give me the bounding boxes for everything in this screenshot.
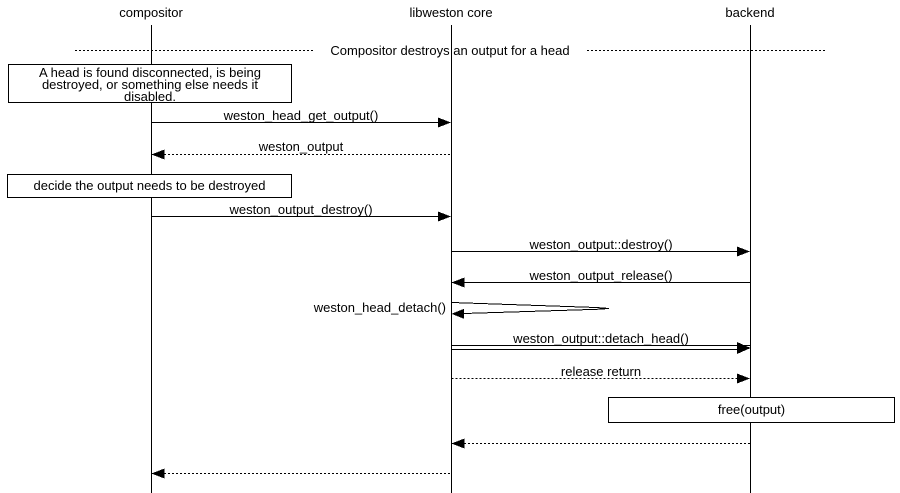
arrowhead-right [737, 373, 750, 384]
note-box-decide-destroy: decide the output needs to be destroyed [7, 174, 292, 198]
arrowhead-left [451, 438, 465, 449]
arrowhead-left [151, 468, 165, 479]
arrowhead-left [451, 277, 465, 288]
message-label-output-destroy: weston_output_destroy() [229, 202, 373, 217]
message-label-detach-head: weston_output::detach_head() [513, 331, 689, 346]
note-line: disabled. [123, 89, 177, 104]
actor-label-backend: backend [725, 5, 775, 20]
arrowhead-right [438, 211, 451, 222]
actor-label-compositor: compositor [119, 5, 183, 20]
arrowhead-right [737, 246, 750, 257]
message-label-weston-output: weston_output [258, 139, 344, 154]
arrowhead-right [737, 342, 751, 354]
note-line: A head is found disconnected, is being [39, 65, 261, 80]
divider-label: Compositor destroys an output for a head [330, 43, 570, 58]
arrowhead-left [151, 149, 165, 160]
note-box-free-output: free(output) [608, 397, 895, 423]
message-label-output-release: weston_output_release() [529, 268, 673, 283]
note-line: destroyed, or something else needs it [41, 77, 259, 92]
self-message-loop [451, 302, 610, 314]
arrowhead-right [438, 117, 451, 128]
message-label-head-detach: weston_head_detach() [313, 300, 446, 315]
message-label-head-get-output: weston_head_get_output() [223, 108, 379, 123]
message-label-output-destroy-vfunc: weston_output::destroy() [529, 237, 673, 252]
arrowhead-left [451, 308, 464, 319]
actor-label-libweston-core: libweston core [409, 5, 493, 20]
message-label-release-return: release return [560, 364, 642, 379]
note-box-head-disconnected: A head is found disconnected, is being d… [8, 64, 292, 103]
